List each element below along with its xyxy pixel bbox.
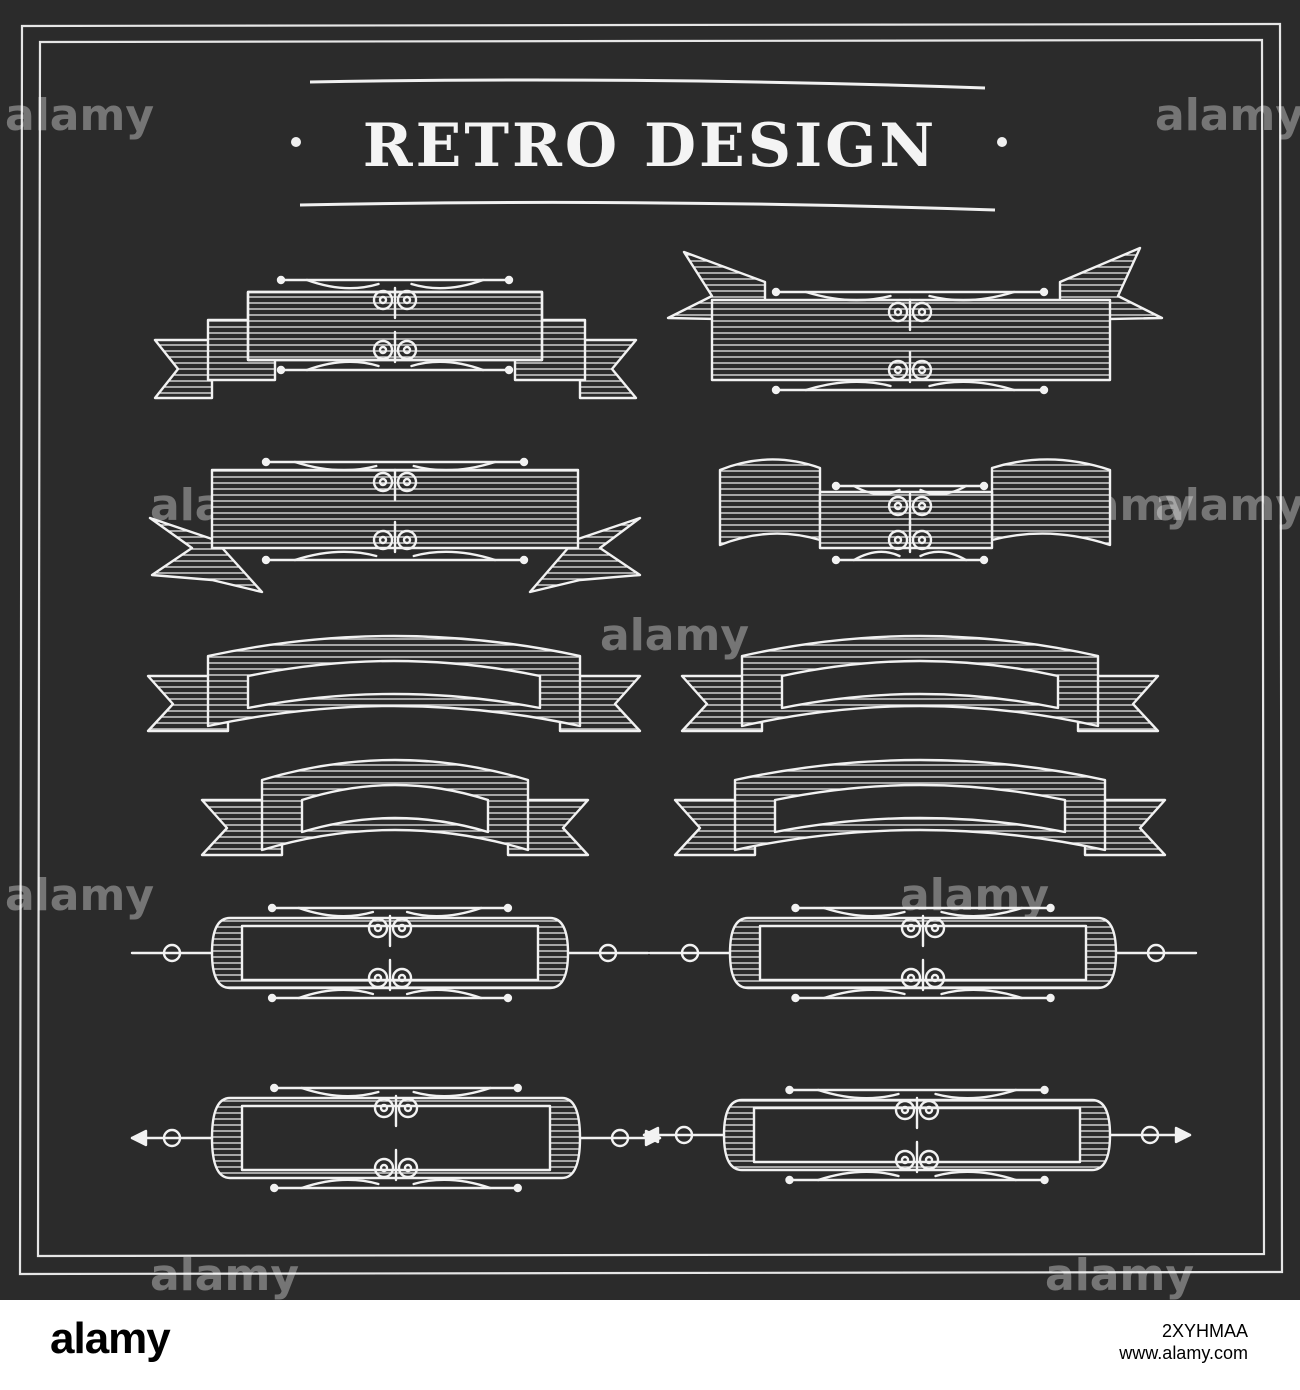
ornate-frame-3 [130, 1083, 662, 1193]
ribbon-banner-8 [673, 758, 1167, 857]
ribbon-banner-1 [153, 275, 638, 400]
ornate-frame-2 [648, 903, 1198, 1003]
watermark-logo: alamy [5, 90, 154, 141]
image-id: 2XYHMAA [1161, 1321, 1248, 1341]
chalkboard: RETRO DESIGN alamy alamy alamy alamy alamy al… [0, 0, 1300, 1300]
ribbon-banner-2 [666, 246, 1164, 395]
watermark-logo: alamy [1045, 1250, 1194, 1300]
watermark-logo: alamy [600, 610, 749, 661]
ribbon-banner-7 [200, 758, 590, 857]
ribbon-banner-4 [718, 458, 1112, 565]
ribbon-banner-5 [146, 634, 642, 733]
ornate-frame-4 [642, 1085, 1192, 1185]
watermark-logo: alamy [150, 1250, 299, 1300]
ribbon-banner-6 [680, 634, 1160, 733]
title-ornament [291, 78, 1007, 212]
ribbon-collection [130, 246, 1198, 1193]
watermark-logo: alamy [5, 870, 154, 921]
ribbon-banner-3 [148, 457, 642, 594]
footer-meta: 2XYHMAA www.alamy.com [1119, 1320, 1248, 1364]
watermark-logo: alamy [1155, 90, 1300, 141]
retro-ribbons-illustration: RETRO DESIGN alamy alamy alamy alamy alamy al… [5, 22, 1300, 1300]
footer-logo: alamy [50, 1314, 171, 1363]
watermark-logo: alamy [1155, 480, 1300, 531]
ornate-frame-1 [130, 903, 650, 1003]
page-title: RETRO DESIGN [363, 111, 938, 181]
watermark-logo: alamy [900, 870, 1049, 921]
stock-footer: alamy 2XYHMAA www.alamy.com [0, 1300, 1300, 1390]
footer-url: www.alamy.com [1119, 1343, 1248, 1363]
chalk-frame [18, 22, 1284, 1276]
